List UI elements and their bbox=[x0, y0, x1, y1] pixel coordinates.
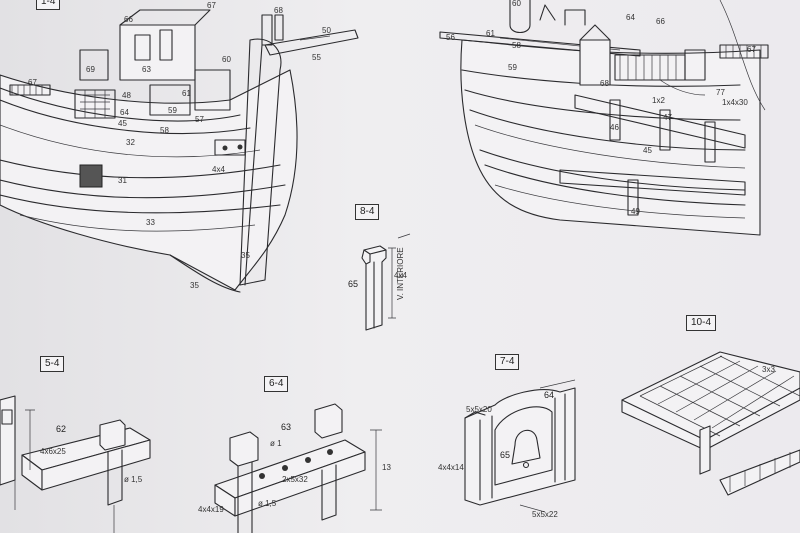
label-32: 32 bbox=[126, 138, 135, 147]
label-7-65: 65 bbox=[500, 450, 510, 460]
label-35b: 35 bbox=[190, 281, 199, 290]
label-5-phi: ø 1,5 bbox=[124, 475, 143, 484]
step-label-1-4: 1-4 bbox=[36, 0, 61, 10]
label-59: 59 bbox=[168, 106, 177, 115]
part-64-bell-frame bbox=[464, 379, 576, 513]
label-r59: 59 bbox=[508, 63, 517, 72]
part-number-labels: 67 68 50 55 66 60 69 63 48 61 59 58 64 5… bbox=[28, 0, 775, 519]
label-6-63: 63 bbox=[281, 422, 291, 432]
label-6-2x5x32: 2x5x32 bbox=[282, 475, 308, 484]
label-1x2: 1x2 bbox=[652, 96, 665, 105]
label-33: 33 bbox=[146, 218, 155, 227]
label-6-4x4x19: 4x4x19 bbox=[198, 505, 224, 514]
label-r45: 45 bbox=[643, 146, 652, 155]
label-8-interior: V. INTERIORE bbox=[396, 247, 405, 300]
label-6-13: 13 bbox=[382, 463, 391, 472]
label-60: 60 bbox=[222, 55, 231, 64]
step-label-6-4: 6-4 bbox=[264, 376, 289, 392]
label-63: 63 bbox=[142, 65, 151, 74]
label-67: 67 bbox=[207, 1, 216, 10]
label-35: 35 bbox=[241, 251, 250, 260]
label-58: 58 bbox=[160, 126, 169, 135]
label-r67: 67 bbox=[747, 45, 756, 54]
label-64: 64 bbox=[120, 108, 129, 117]
label-r61: 61 bbox=[486, 29, 495, 38]
label-8-65: 65 bbox=[348, 279, 358, 289]
label-7-4x4x14: 4x4x14 bbox=[438, 463, 464, 472]
label-66: 66 bbox=[124, 15, 133, 24]
part-grating bbox=[621, 351, 800, 496]
label-61: 61 bbox=[182, 89, 191, 98]
label-4x4: 4x4 bbox=[212, 165, 225, 174]
label-69: 69 bbox=[86, 65, 95, 74]
label-67b: 67 bbox=[28, 78, 37, 87]
label-50: 50 bbox=[322, 26, 331, 35]
label-68: 68 bbox=[274, 6, 283, 15]
label-r68: 68 bbox=[600, 79, 609, 88]
label-5-62: 62 bbox=[56, 424, 66, 434]
label-55: 55 bbox=[312, 53, 321, 62]
label-31: 31 bbox=[118, 176, 127, 185]
label-57: 57 bbox=[195, 115, 204, 124]
label-6-phi1: ø 1 bbox=[270, 439, 282, 448]
label-48: 48 bbox=[122, 91, 131, 100]
left-hull-drawing bbox=[0, 9, 359, 293]
step-label-7-4: 7-4 bbox=[495, 354, 520, 370]
label-r58: 58 bbox=[512, 41, 521, 50]
label-r47: 47 bbox=[663, 113, 672, 122]
label-7-5x5x20: 5x5x20 bbox=[466, 405, 492, 414]
label-6-phi2: ø 1,5 bbox=[258, 499, 277, 508]
label-r64: 64 bbox=[626, 13, 635, 22]
label-5-4x6x25: 4x6x25 bbox=[40, 447, 66, 456]
step-label-5-4: 5-4 bbox=[40, 356, 65, 372]
part-65-post bbox=[361, 233, 411, 331]
label-7-64: 64 bbox=[544, 390, 554, 400]
label-45: 45 bbox=[118, 119, 127, 128]
step-label-10-4: 10-4 bbox=[686, 315, 717, 331]
label-1x4x30: 1x4x30 bbox=[722, 98, 748, 107]
right-hull-drawing bbox=[439, 0, 769, 236]
label-8-4x4: 4x4 bbox=[394, 271, 407, 280]
label-r60: 60 bbox=[512, 0, 521, 8]
label-r46: 46 bbox=[610, 123, 619, 132]
label-7-5x5x22: 5x5x22 bbox=[532, 510, 558, 519]
step-label-8-4: 8-4 bbox=[355, 204, 380, 220]
label-10-3x3: 3x3 bbox=[762, 365, 775, 374]
label-r49: 49 bbox=[631, 207, 640, 216]
label-r77: 77 bbox=[716, 88, 725, 97]
part-62-assembly bbox=[0, 395, 151, 533]
label-r66: 66 bbox=[656, 17, 665, 26]
label-r56: 56 bbox=[446, 33, 455, 42]
part-63-assembly bbox=[214, 403, 382, 533]
